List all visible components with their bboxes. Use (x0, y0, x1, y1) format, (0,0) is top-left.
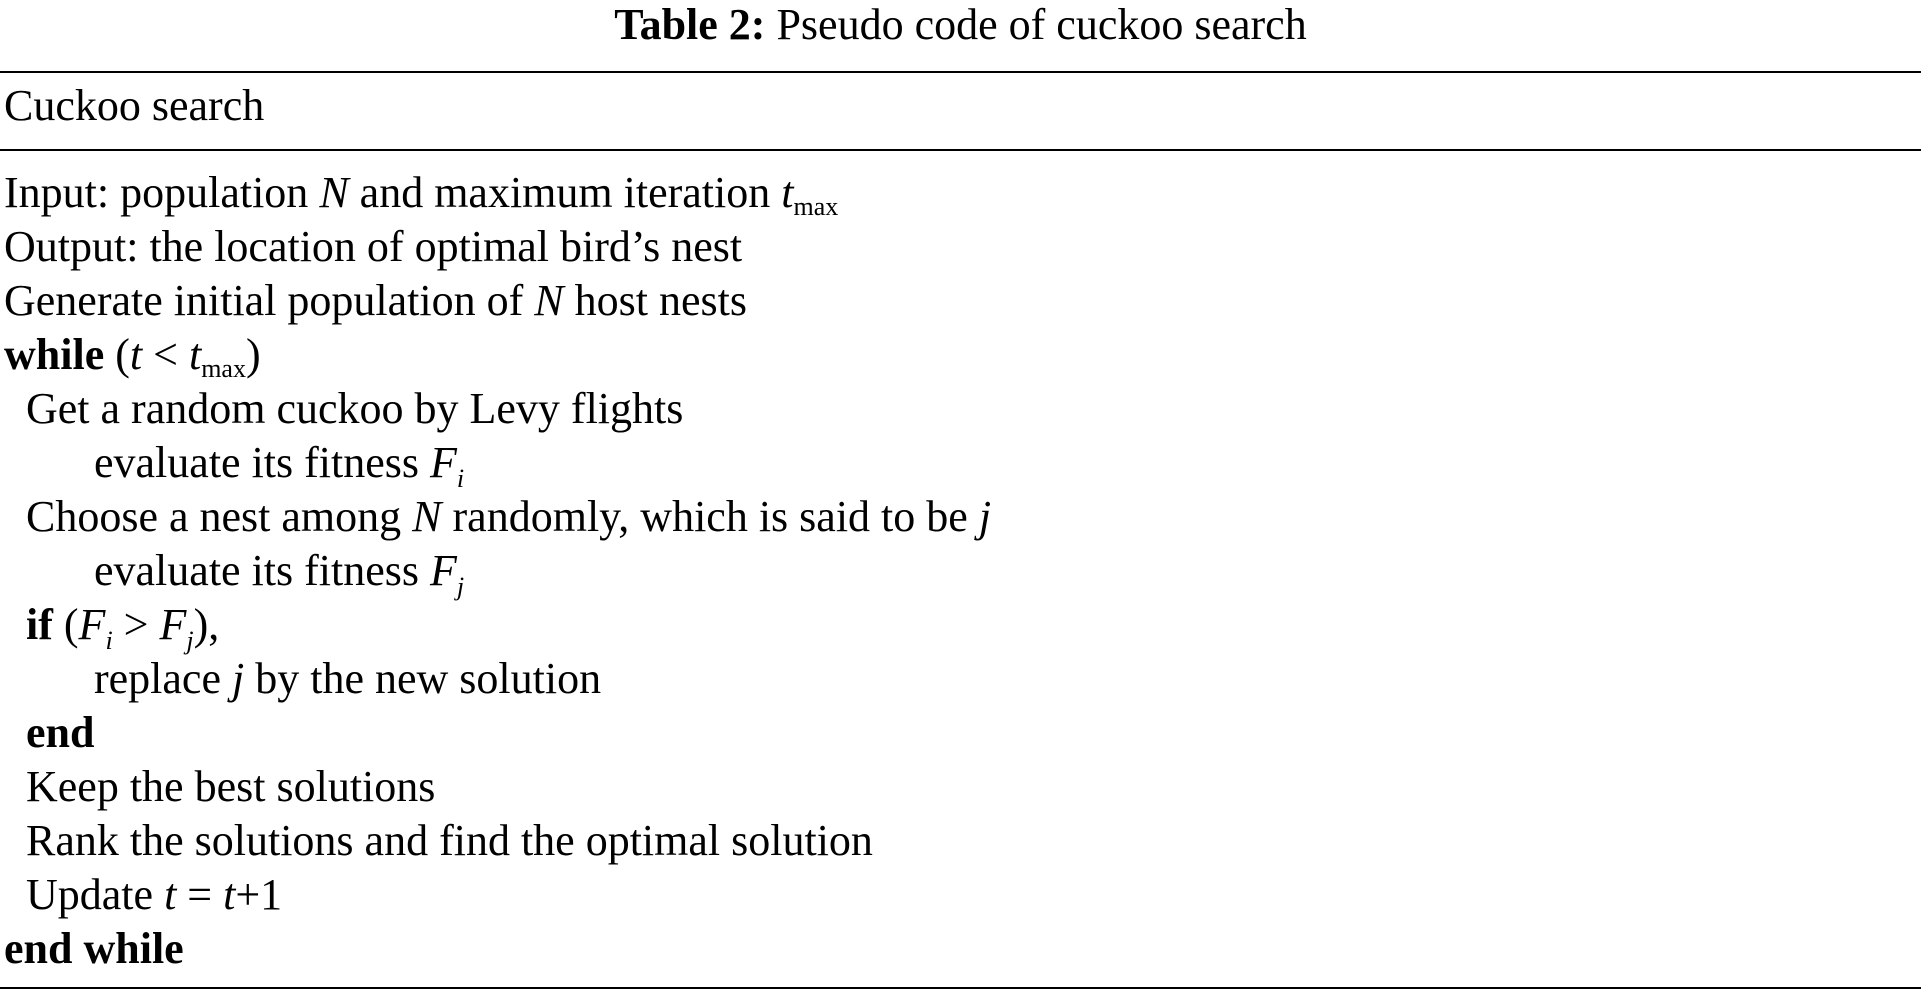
math-symbol: t (781, 168, 794, 217)
table-header: Cuckoo search (4, 81, 265, 130)
line-text: Get a random cuckoo by Levy flights (26, 384, 684, 433)
line-text: evaluate its fitness (94, 438, 431, 487)
table-caption-title: Pseudo code of cuckoo search (776, 0, 1307, 49)
line-text: Update (26, 870, 165, 919)
pseudocode-line: if (Fi > Fj), (0, 598, 1921, 655)
pseudocode-line: evaluate its fitness Fj (0, 544, 1921, 601)
math-symbol: t (188, 330, 202, 379)
keyword: if (26, 600, 53, 649)
line-text: evaluate its fitness (94, 546, 431, 595)
line-text: host nests (563, 276, 747, 325)
pseudocode-line: Get a random cuckoo by Levy flights (0, 382, 1921, 436)
table-header-rule (0, 149, 1921, 151)
line-text: = (176, 870, 224, 919)
line-text: and maximum iteration (348, 168, 782, 217)
table-bottom-rule (0, 987, 1921, 989)
line-text: > (112, 600, 160, 649)
table-caption: Table 2: Pseudo code of cuckoo search (0, 0, 1921, 50)
table-caption-label: Table 2: (614, 0, 766, 49)
table-top-rule (0, 71, 1921, 73)
math-symbol: t (129, 330, 143, 379)
line-text: +1 (235, 870, 283, 919)
pseudocode-line: end while (0, 922, 1921, 976)
math-symbol: N (534, 276, 564, 325)
math-symbol: t (164, 870, 177, 919)
math-symbol: N (412, 492, 442, 541)
pseudocode-line: Rank the solutions and find the optimal … (0, 814, 1921, 868)
math-symbol: j (978, 492, 992, 541)
math-symbol: F (430, 546, 457, 595)
line-text: Input: population (4, 168, 320, 217)
keyword: while (4, 330, 105, 379)
math-symbol: max (793, 192, 839, 221)
line-text: ) (245, 330, 261, 379)
math-symbol: j (456, 572, 465, 601)
keyword: end while (4, 924, 184, 973)
math-symbol: F (430, 438, 457, 487)
pseudocode-line: replace j by the new solution (0, 652, 1921, 706)
line-text: replace (94, 654, 232, 703)
line-text: Output: the location of optimal bird’s n… (4, 222, 743, 271)
math-symbol: max (201, 354, 246, 383)
pseudocode-line: Choose a nest among N randomly, which is… (0, 490, 1921, 544)
pseudocode-line: end (0, 706, 1921, 760)
line-text: Generate initial population of (4, 276, 535, 325)
pseudocode-line: Output: the location of optimal bird’s n… (0, 220, 1921, 274)
line-text: Rank the solutions and find the optimal … (26, 816, 873, 865)
math-symbol: i (456, 464, 465, 493)
line-text: by the new solution (244, 654, 602, 703)
line-text: ( (52, 600, 79, 649)
line-text: randomly, which is said to be (441, 492, 979, 541)
math-symbol: N (319, 168, 349, 217)
math-symbol: j (232, 654, 245, 703)
math-symbol: F (159, 600, 187, 649)
pseudocode-line: evaluate its fitness Fi (0, 436, 1921, 493)
math-symbol: t (223, 870, 236, 919)
line-text: Keep the best solutions (26, 762, 436, 811)
line-text: ), (193, 600, 220, 649)
line-text: ( (104, 330, 130, 379)
pseudocode-line: Generate initial population of N host ne… (0, 274, 1921, 328)
math-symbol: F (78, 600, 106, 649)
pseudocode-line: while (t < tmax) (0, 328, 1921, 383)
pseudocode-line: Update t = t+1 (0, 868, 1921, 922)
keyword: end (26, 708, 95, 757)
line-text: < (142, 330, 189, 379)
pseudocode-line: Keep the best solutions (0, 760, 1921, 814)
math-symbol: j (186, 626, 194, 655)
pseudocode-body: Input: population N and maximum iteratio… (0, 166, 1921, 976)
line-text: Choose a nest among (26, 492, 413, 541)
pseudocode-line: Input: population N and maximum iteratio… (0, 166, 1921, 221)
math-symbol: i (105, 626, 113, 655)
